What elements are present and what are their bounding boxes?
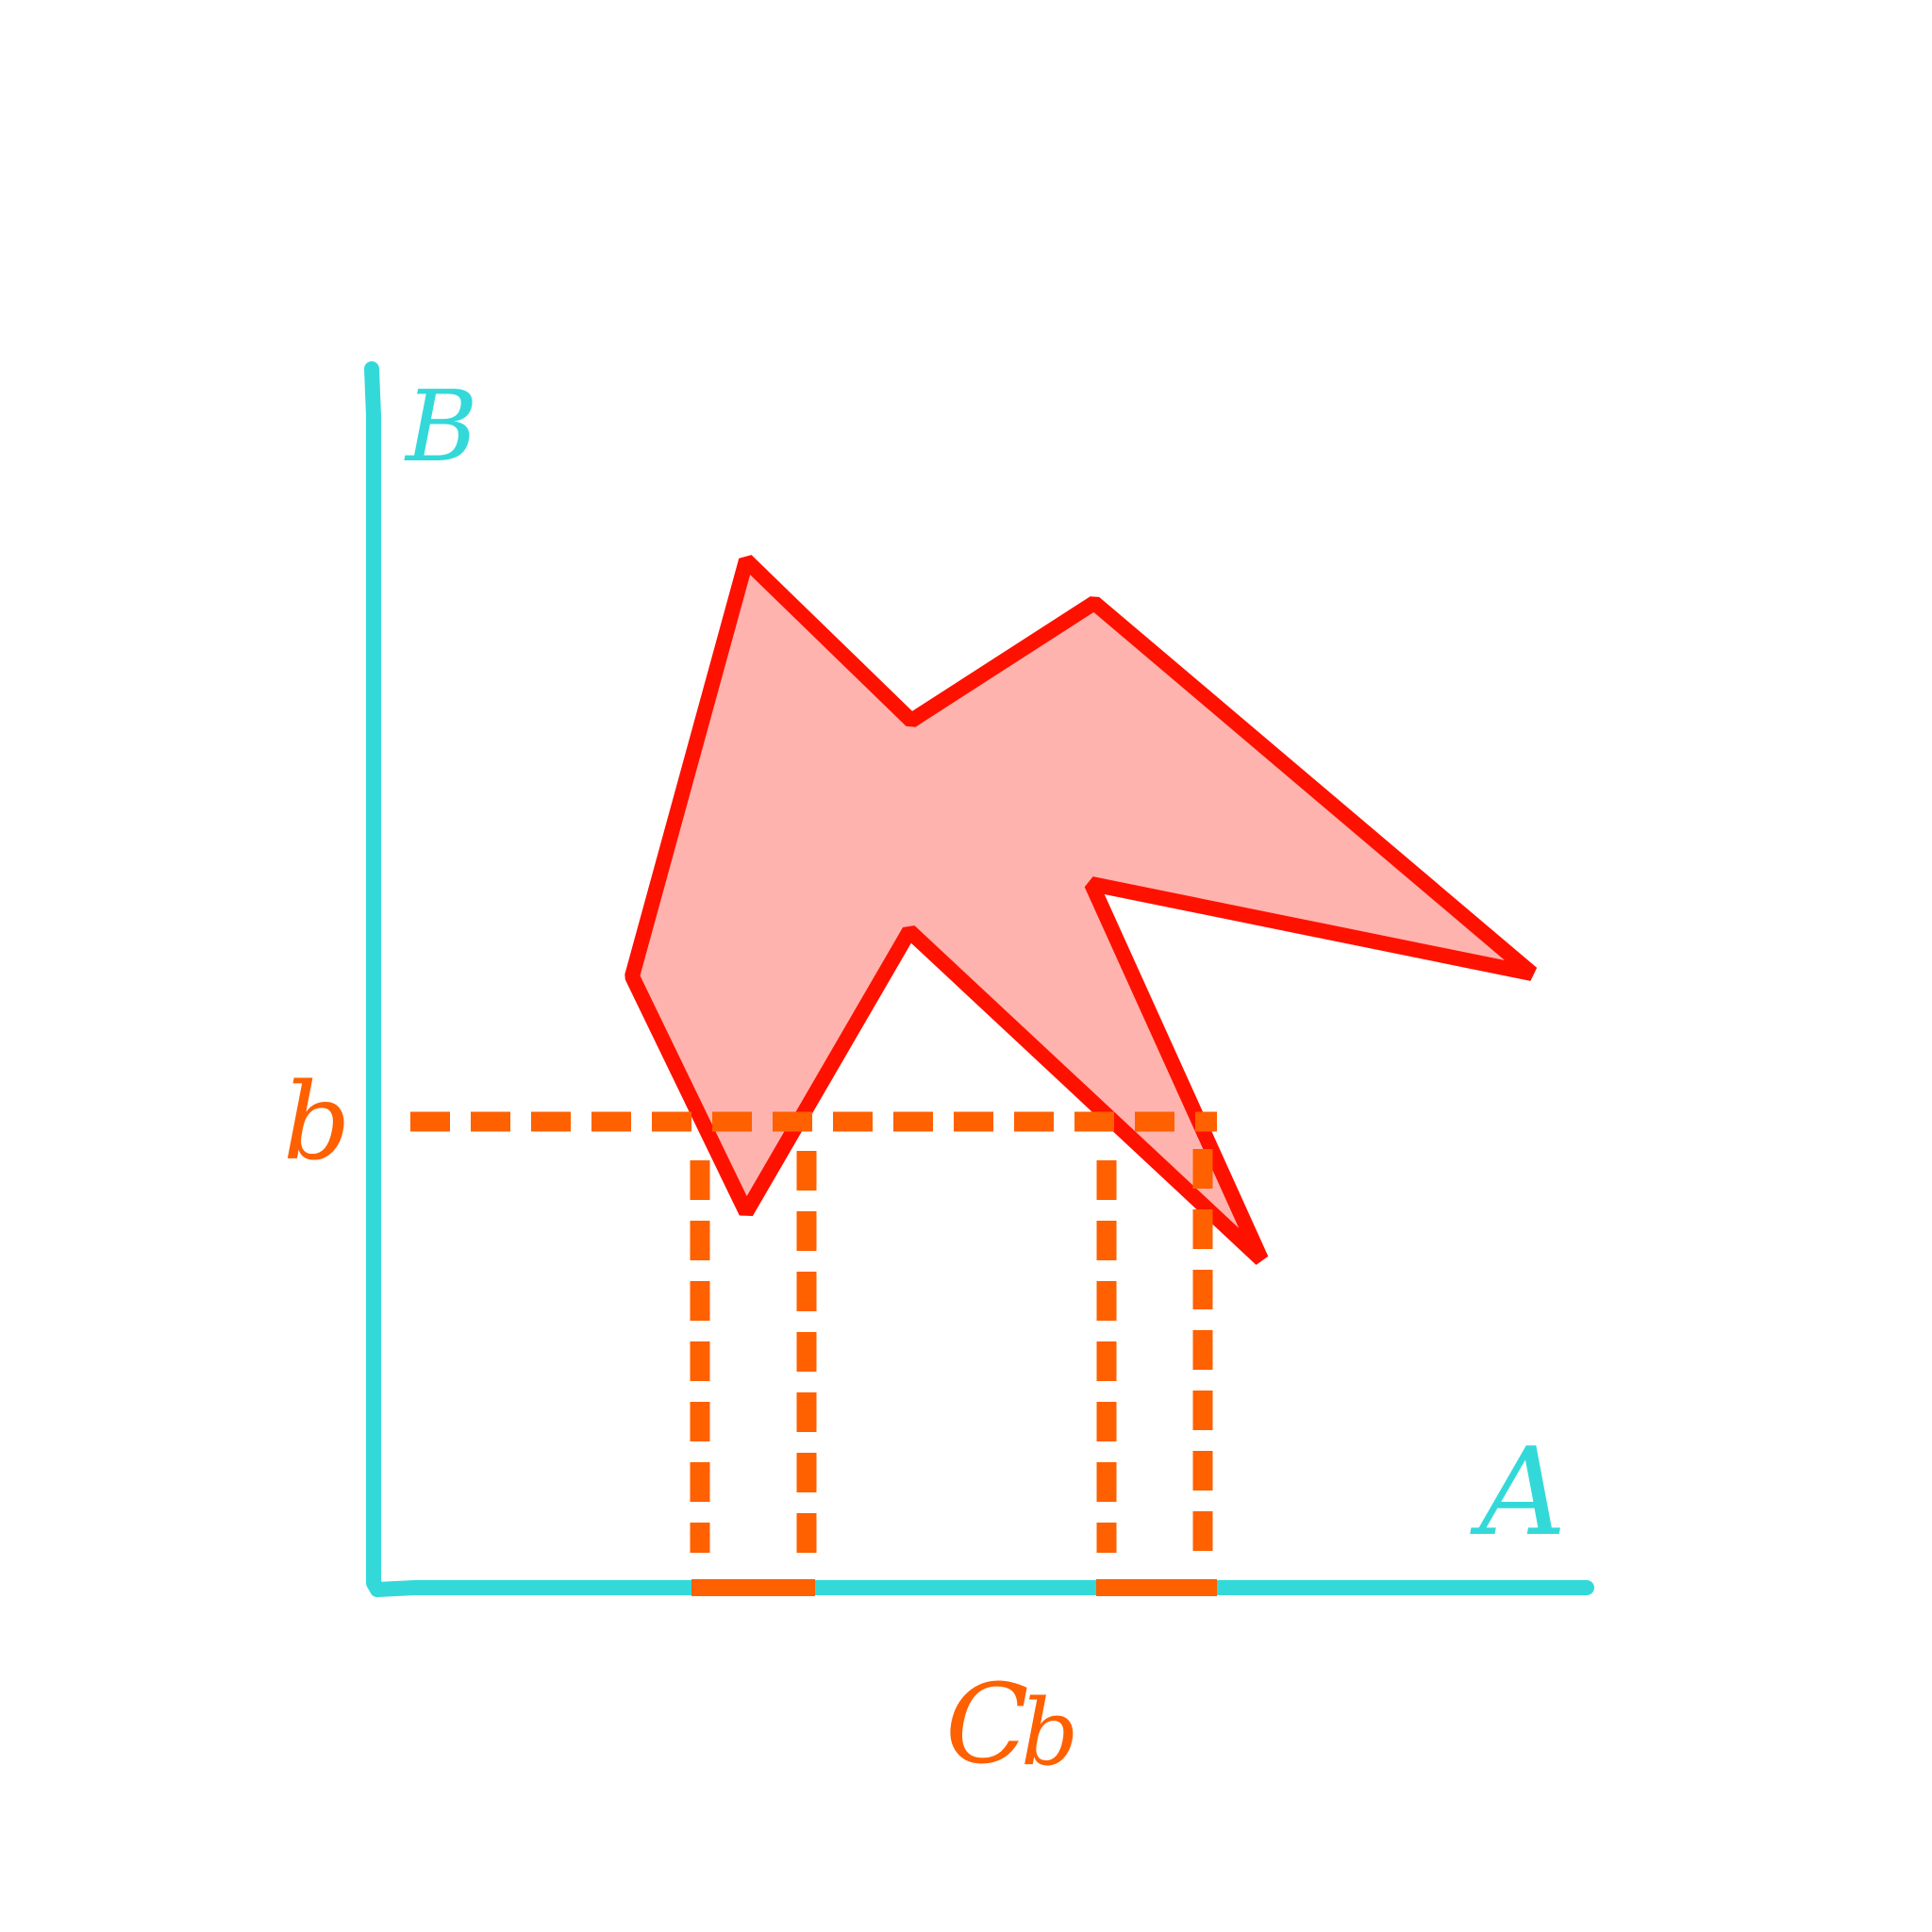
axes xyxy=(364,361,1594,1597)
region-polygon xyxy=(625,555,1538,1265)
vertical-axis-b xyxy=(364,361,1594,1597)
label-cut-subscript: b xyxy=(1021,1680,1078,1786)
projection-lines xyxy=(690,1149,1213,1553)
label-cut-main: C xyxy=(945,1661,1029,1789)
label-level-b: b xyxy=(283,1061,351,1184)
label-cut-set: C b xyxy=(945,1661,1078,1789)
label-axis-a: A xyxy=(1470,1423,1566,1563)
label-axis-b: B xyxy=(404,369,477,484)
